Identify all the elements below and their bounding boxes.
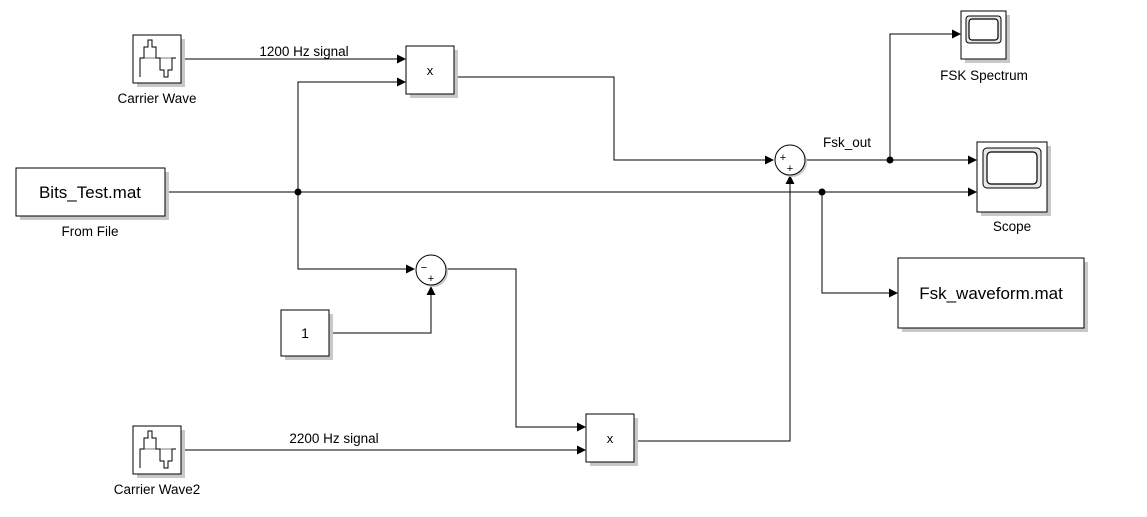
constant-value: 1 xyxy=(301,325,309,341)
product1-block[interactable]: x xyxy=(405,45,458,98)
wire-arrowhead xyxy=(397,77,406,87)
wire-constant-to-sum[interactable] xyxy=(329,295,432,334)
from-file-filename: Bits_Test.mat xyxy=(39,183,141,202)
sum-bottom-sign-2: + xyxy=(428,273,434,285)
wire-arrowhead xyxy=(577,445,586,455)
wire-arrowhead xyxy=(426,286,436,295)
wire-arrowhead xyxy=(406,264,415,274)
wire-bits-to-sum-bottom[interactable] xyxy=(297,192,406,270)
signal-label-1200hz: 1200 Hz signal xyxy=(259,44,348,59)
wire-sum-to-spectrum[interactable] xyxy=(889,33,952,160)
to-file-block[interactable]: Fsk_waveform.mat xyxy=(897,257,1088,332)
branch-point xyxy=(294,188,302,196)
wire-arrowhead xyxy=(889,288,898,298)
wire-arrowhead xyxy=(952,29,961,39)
to-file-filename: Fsk_waveform.mat xyxy=(919,284,1063,303)
wire-sum-to-product2[interactable] xyxy=(447,268,577,428)
sum-top-sign-2: + xyxy=(787,163,793,175)
scope-label: Scope xyxy=(993,219,1031,234)
wire-arrowhead xyxy=(765,155,774,165)
wire-bits-to-file[interactable] xyxy=(821,192,889,294)
wire-arrowhead xyxy=(968,187,977,197)
branch-point xyxy=(886,156,894,164)
product2-symbol: x xyxy=(607,431,614,446)
sum-top-block[interactable]: + + xyxy=(774,144,807,177)
from-file-label: From File xyxy=(62,224,119,239)
wire-bits-to-product1[interactable] xyxy=(297,81,398,192)
product2-block[interactable]: x xyxy=(585,413,638,466)
product1-symbol: x xyxy=(427,63,434,78)
scope-block[interactable] xyxy=(976,141,1051,216)
carrier-wave-block[interactable] xyxy=(132,34,185,87)
from-file-block[interactable]: Bits_Test.mat xyxy=(15,167,169,220)
wire-arrowhead xyxy=(577,422,586,432)
fsk-spectrum-label: FSK Spectrum xyxy=(940,68,1028,83)
wire-product2-to-sum-top[interactable] xyxy=(634,184,791,442)
signal-label-fsk-out: Fsk_out xyxy=(823,135,871,150)
branch-point xyxy=(818,188,826,196)
sum-bottom-sign-1: − xyxy=(421,262,427,274)
wire-product1-to-sum-top[interactable] xyxy=(455,76,765,161)
fsk-spectrum-block[interactable] xyxy=(960,10,1010,63)
wire-arrowhead xyxy=(397,54,406,64)
sum-bottom-block[interactable]: − + xyxy=(415,254,448,287)
wire-arrowhead xyxy=(785,175,795,184)
signal-label-2200hz: 2200 Hz signal xyxy=(289,431,378,446)
carrier-wave-label: Carrier Wave xyxy=(117,91,196,106)
wires xyxy=(165,29,977,455)
wire-arrowhead xyxy=(968,155,977,165)
sum-top-sign-1: + xyxy=(780,152,786,164)
carrier-wave2-label: Carrier Wave2 xyxy=(114,482,201,497)
constant-block[interactable]: 1 xyxy=(280,309,333,360)
carrier-wave2-block[interactable] xyxy=(132,425,185,478)
